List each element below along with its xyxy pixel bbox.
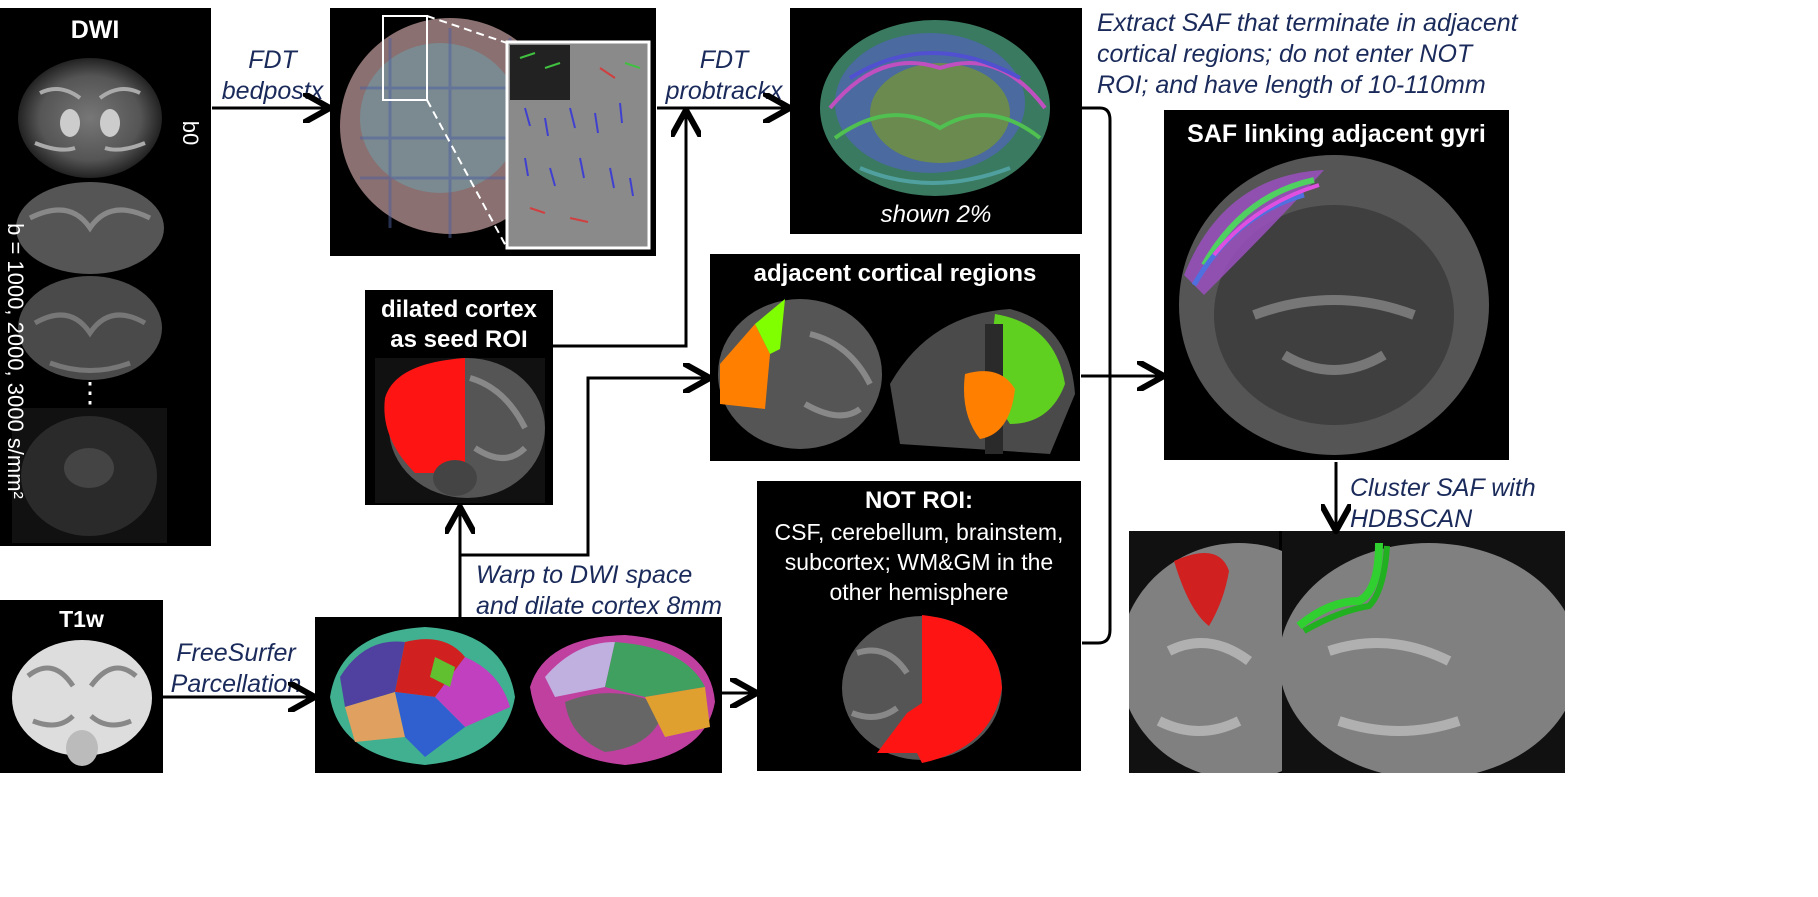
t1w-image bbox=[12, 640, 152, 766]
t1w-panel: T1w bbox=[0, 600, 163, 773]
bedpostx-label: FDT bedpostx bbox=[215, 45, 330, 107]
dwi-ellipsis: ⋮ bbox=[76, 377, 104, 408]
probtrackx-label-line-1: FDT bbox=[699, 46, 749, 74]
dilated-cortex-panel: dilated cortex as seed ROI bbox=[365, 290, 553, 505]
warp-label: Warp to DWI space and dilate cortex 8mm bbox=[476, 560, 756, 622]
not-roi-image bbox=[842, 615, 1002, 763]
extract-criteria-text: Extract SAF that terminate in adjacent c… bbox=[1097, 8, 1527, 101]
warp-label-line-1: Warp to DWI space bbox=[476, 561, 693, 589]
bedpostx-label-line-1: FDT bbox=[248, 46, 297, 74]
cluster-images bbox=[1129, 531, 1565, 773]
extract-line-1: Extract SAF that terminate in adjacent bbox=[1097, 9, 1518, 37]
parcellation-image bbox=[330, 627, 715, 765]
saf-panel: SAF linking adjacent gyri bbox=[1164, 110, 1509, 460]
dwi-b0-label: b0 bbox=[178, 120, 203, 146]
not-roi-panel: NOT ROI: CSF, cerebellum, brainstem, sub… bbox=[757, 481, 1081, 771]
extract-line-3: ROI; and have length of 10-110mm bbox=[1097, 71, 1486, 99]
dilated-title-1: dilated cortex bbox=[380, 296, 538, 323]
freesurfer-label-line-1: FreeSurfer bbox=[176, 639, 296, 667]
saf-tracts-image bbox=[1164, 155, 1509, 460]
extract-line-2: cortical regions; do not enter NOT bbox=[1097, 40, 1473, 68]
not-roi-line-1: CSF, cerebellum, brainstem, bbox=[774, 519, 1064, 545]
dwi-b0-image bbox=[18, 58, 162, 178]
whole-brain-tracts-image bbox=[820, 20, 1050, 196]
cluster-label-line-1: Cluster SAF with bbox=[1350, 474, 1536, 502]
dwi-b3000-image bbox=[12, 408, 167, 543]
cluster-panel bbox=[1129, 531, 1565, 773]
probtrackx-label: FDT probtrackx bbox=[662, 45, 786, 107]
bracket-filter bbox=[1082, 106, 1112, 645]
dwi-b2000-image bbox=[18, 276, 162, 380]
adjacent-title: adjacent cortical regions bbox=[753, 260, 1037, 287]
t1w-title: T1w bbox=[59, 606, 104, 632]
cluster-label-line-2: HDBSCAN bbox=[1350, 505, 1473, 533]
dwi-bvals-label: b = 1000, 2000, 3000 s/mm² bbox=[3, 223, 28, 499]
tractography-panel: shown 2% bbox=[790, 8, 1082, 234]
dwi-b1000-image bbox=[16, 182, 164, 274]
dwi-title: DWI bbox=[70, 16, 120, 44]
freesurfer-label-line-2: Parcellation bbox=[170, 670, 302, 698]
not-roi-line-2: subcortex; WM&GM in the bbox=[784, 549, 1054, 575]
dilated-cortex-image bbox=[375, 358, 545, 503]
warp-label-line-2: and dilate cortex 8mm bbox=[476, 592, 722, 620]
freesurfer-label: FreeSurfer Parcellation bbox=[166, 638, 306, 700]
probtrackx-label-line-2: probtrackx bbox=[665, 77, 783, 105]
parcellation-panel bbox=[315, 617, 722, 773]
dilated-title-2: as seed ROI bbox=[390, 326, 528, 353]
not-roi-title: NOT ROI: bbox=[865, 487, 973, 514]
adjacent-regions-image bbox=[718, 299, 1075, 454]
adjacent-regions-panel: adjacent cortical regions bbox=[710, 254, 1080, 461]
cluster-label: Cluster SAF with HDBSCAN bbox=[1350, 473, 1570, 535]
bedpostx-label-line-2: bedpostx bbox=[221, 77, 324, 105]
bedpostx-panel bbox=[330, 8, 656, 256]
tracts-caption: shown 2% bbox=[880, 201, 992, 228]
dwi-panel: DWI ⋮ b0 b = 1000, 2000, 3000 s/mm² bbox=[0, 8, 211, 546]
saf-title: SAF linking adjacent gyri bbox=[1187, 120, 1486, 148]
fiber-orientation-image bbox=[340, 15, 651, 250]
not-roi-line-3: other hemisphere bbox=[829, 579, 1009, 605]
